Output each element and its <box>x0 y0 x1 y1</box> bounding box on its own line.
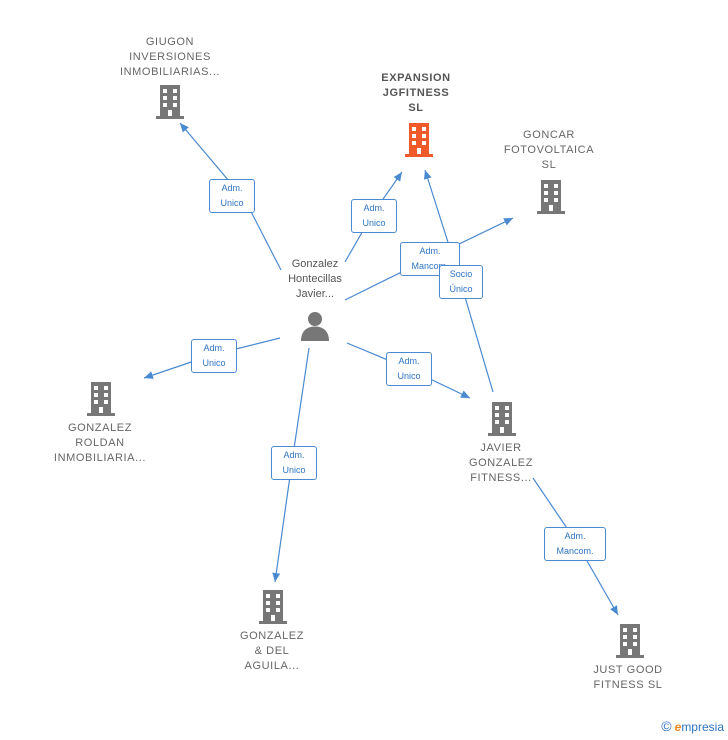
building-icon[interactable] <box>85 382 117 416</box>
company-label-justgood[interactable]: JUST GOOD FITNESS SL <box>593 664 663 691</box>
person-label[interactable]: Gonzalez Hontecillas Javier... <box>288 258 342 300</box>
building-icon[interactable] <box>257 590 289 624</box>
edge-label-adm-mancom: Adm. Mancom. <box>544 527 606 561</box>
edge-label-adm-unico: Adm. Unico <box>386 352 432 386</box>
brand-initial: e <box>674 720 682 734</box>
building-icon[interactable] <box>614 624 646 658</box>
company-label-roldan[interactable]: GONZALEZ ROLDAN INMOBILIARIA... <box>53 422 147 464</box>
edge-label-adm-unico: Adm. Unico <box>191 339 237 373</box>
empresia-credit[interactable]: ©empresia <box>661 718 724 734</box>
building-icon[interactable] <box>486 402 518 436</box>
person-icon[interactable] <box>300 311 330 341</box>
copyright-icon: © <box>661 718 672 734</box>
brand-name: mpresia <box>681 720 724 734</box>
edge-label-adm-unico: Adm. Unico <box>271 446 317 480</box>
edge-label-adm-mancom: Adm. Mancom. <box>400 242 460 276</box>
company-label-expansion[interactable]: EXPANSION JGFITNESS SL <box>381 72 451 114</box>
building-icon-highlighted[interactable] <box>403 123 435 157</box>
building-icon[interactable] <box>154 85 186 119</box>
company-label-goncar[interactable]: GONCAR FOTOVOLTAICA SL <box>503 129 595 171</box>
edge-label-socio-unico: Socio Único <box>439 265 483 299</box>
company-label-giugon[interactable]: GIUGON INVERSIONES INMOBILIARIAS... <box>119 36 221 78</box>
company-label-javier[interactable]: JAVIER GONZALEZ FITNESS... <box>468 442 534 484</box>
edge-label-adm-unico: Adm. Unico <box>209 179 255 213</box>
edge-label-adm-unico: Adm. Unico <box>351 199 397 233</box>
building-icon[interactable] <box>535 180 567 214</box>
company-label-aguila[interactable]: GONZALEZ & DEL AGUILA... <box>239 630 305 672</box>
